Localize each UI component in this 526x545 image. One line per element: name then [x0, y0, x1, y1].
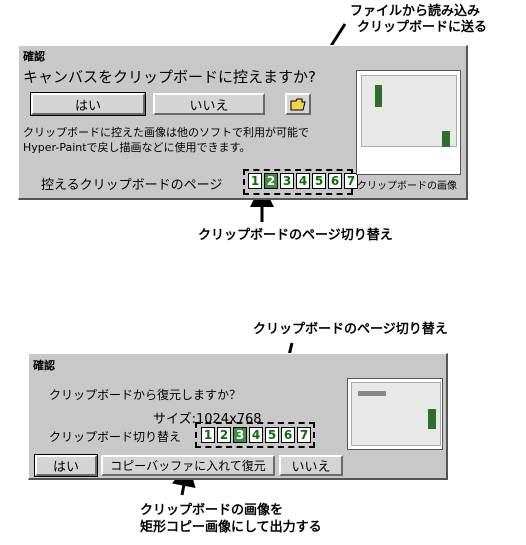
page-button-2[interactable]: 2	[264, 173, 278, 189]
page-selector-outline	[195, 422, 315, 448]
annotation-page-switch-1: クリップボードのページ切り替え	[198, 228, 393, 243]
restore-to-copy-buffer-button[interactable]: コピーバッファに入れて復元	[101, 455, 275, 476]
page-selector: 1 2 3 4 5 6 7	[201, 427, 311, 443]
page-button-2[interactable]: 2	[217, 427, 231, 443]
preview-caption: クリップボードの画像	[357, 181, 457, 192]
preview-thumb	[375, 85, 382, 107]
annotation-restore-line2: 矩形コピー画像にして出力する	[140, 520, 322, 535]
annotation-page-switch-2: クリップボードのページ切り替え	[253, 322, 448, 337]
pages-label: クリップボード切り替え	[49, 430, 182, 444]
annotation-file-load-line1: ファイルから読み込み	[350, 4, 481, 19]
yes-button[interactable]: はい	[30, 92, 146, 116]
no-button[interactable]: いいえ	[279, 455, 343, 476]
page-button-4[interactable]: 4	[249, 427, 263, 443]
open-file-button[interactable]	[285, 93, 311, 115]
page-button-1[interactable]: 1	[248, 173, 262, 189]
annotation-file-load-line2: クリップボードに送る	[357, 20, 488, 35]
dialog-title: 確認	[23, 50, 45, 63]
clipboard-preview	[347, 378, 443, 450]
page-button-7[interactable]: 7	[297, 427, 311, 443]
preview-thumb	[428, 409, 436, 429]
page-button-6[interactable]: 6	[328, 173, 342, 189]
page-button-6[interactable]: 6	[281, 427, 295, 443]
clipboard-preview	[356, 70, 461, 175]
page-button-5[interactable]: 5	[265, 427, 279, 443]
clipboard-save-dialog: 確認 キャンバスをクリップボードに控えますか? はい いいえ クリップボードに控…	[18, 45, 468, 200]
dialog-title: 確認	[33, 359, 55, 372]
clipboard-restore-dialog: 確認 クリップボードから復元しますか？ サイズ:1024x768 クリップボード…	[28, 353, 448, 480]
page-button-3[interactable]: 3	[280, 173, 294, 189]
preview-thumb	[442, 131, 450, 147]
note-line-2: Hyper-Paintで戻し描画などに使用できます。	[23, 141, 251, 154]
page-selector: 1 2 3 4 5 6 7	[248, 173, 358, 189]
preview-thumb	[358, 391, 386, 396]
dialog-question: クリップボードから復元しますか？	[49, 388, 242, 402]
page-button-7[interactable]: 7	[344, 173, 358, 189]
page-button-1[interactable]: 1	[201, 427, 215, 443]
no-button[interactable]: いいえ	[153, 93, 265, 115]
note-line-1: クリップボードに控えた画像は他のソフトで利用が可能で	[23, 126, 309, 139]
yes-button[interactable]: はい	[34, 454, 98, 477]
dialog-question: キャンバスをクリップボードに控えますか?	[23, 68, 316, 86]
pages-label: 控えるクリップボードのページ	[41, 178, 223, 193]
folder-open-icon	[290, 98, 306, 110]
annotation-restore-line1: クリップボードの画像を	[140, 503, 284, 518]
page-button-5[interactable]: 5	[312, 173, 326, 189]
page-button-4[interactable]: 4	[296, 173, 310, 189]
page-button-3[interactable]: 3	[233, 427, 247, 443]
